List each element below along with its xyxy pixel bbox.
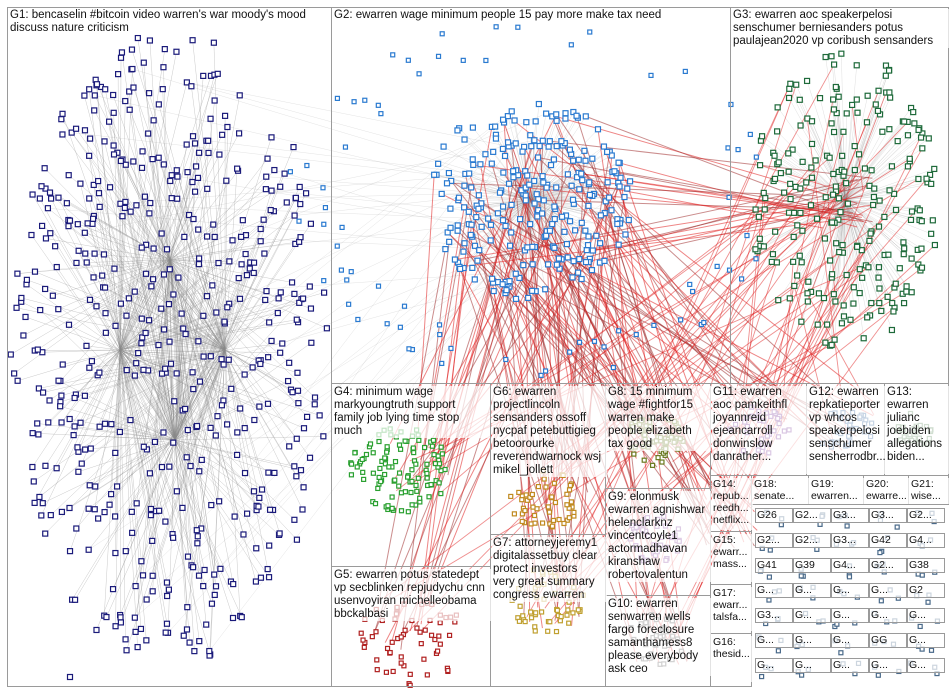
group-label-g7: G7: attorneyjeremy1 digitalassetbuy clea… <box>492 537 607 602</box>
group-label-g1: G1: bencaselin #bitcoin video warren's w… <box>9 9 331 35</box>
small-group-tag[interactable]: G... <box>793 608 831 623</box>
small-group-tag[interactable]: G... <box>907 633 945 648</box>
node-small[interactable] <box>895 525 899 529</box>
node-small[interactable] <box>799 574 803 578</box>
node-small[interactable] <box>845 524 849 528</box>
node-small[interactable] <box>878 551 882 555</box>
node-small[interactable] <box>776 649 780 653</box>
small-group-tag[interactable]: G... <box>869 583 907 598</box>
small-group-tag[interactable]: G26 <box>755 508 793 523</box>
group-label-g4: G4: minimum wage markyoungtruth support … <box>333 386 490 438</box>
group-label-g21: G21: wise... <box>910 478 950 504</box>
group-label-g16: G16: thesid... <box>712 636 753 682</box>
small-group-tag[interactable]: G... <box>755 633 793 648</box>
small-group-tag[interactable]: G... <box>793 633 831 648</box>
group-label-g12: G12: ewarren repkatieporter vp whcos spe… <box>808 386 886 474</box>
small-group-tag[interactable]: G2... <box>869 558 907 573</box>
group-label-g10: G10: ewarren senwarren wells fargo forec… <box>607 598 711 676</box>
group-label-g9: G9: elonmusk ewarren agnishwar helenclar… <box>607 491 711 582</box>
group-label-g15: G15: ewarr... mass... <box>712 534 753 582</box>
group-label-g14: G14: repub... reedh... netflix... <box>712 478 753 530</box>
small-group-tag[interactable]: G2... <box>793 508 831 523</box>
small-group-tag[interactable]: G4... <box>907 533 945 548</box>
node-small[interactable] <box>930 648 934 652</box>
small-group-tag[interactable]: G... <box>755 583 793 598</box>
node-small[interactable] <box>760 675 764 679</box>
small-group-tag[interactable]: G4... <box>831 558 869 573</box>
group-label-g20: G20: ewarre... <box>865 478 910 504</box>
group-label-g18: G18: senate... <box>753 478 810 504</box>
group-label-g3: G3: ewarren aoc speakerpelosi senschumer… <box>732 9 949 48</box>
node-small[interactable] <box>879 599 883 603</box>
small-group-tag[interactable]: G... <box>869 608 907 623</box>
group-panel-g2[interactable] <box>331 7 731 384</box>
group-label-g8: G8: 15 minimum wage #fightfor15 warren m… <box>607 386 711 451</box>
node-small[interactable] <box>918 624 922 628</box>
node-small[interactable] <box>767 598 771 602</box>
node-small[interactable] <box>767 575 771 579</box>
group-panel-g1[interactable] <box>7 7 332 687</box>
small-group-tag[interactable]: G... <box>793 583 831 598</box>
node-small[interactable] <box>920 573 924 577</box>
group-label-g13: G13: ewarren julianc joebiden allegation… <box>886 386 950 474</box>
group-label-g11: G11: ewarren aoc pamkeithfl joyannreid e… <box>712 386 808 474</box>
small-group-tag[interactable]: G42 <box>869 533 907 548</box>
group-label-g19: G19: ewarren... <box>810 478 865 504</box>
small-group-tag[interactable]: G... <box>831 658 869 673</box>
small-group-tag[interactable]: G... <box>831 583 869 598</box>
small-group-tag[interactable]: G2... <box>755 533 793 548</box>
small-group-tag[interactable]: G... <box>831 608 869 623</box>
small-group-tag[interactable]: G3... <box>869 508 907 523</box>
small-group-tag[interactable]: G38 <box>907 558 945 573</box>
node-small[interactable] <box>768 548 772 552</box>
small-group-tag[interactable]: G... <box>793 658 831 673</box>
group-label-g2: G2: ewarren wage minimum people 15 pay m… <box>333 9 730 22</box>
node-small[interactable] <box>779 523 783 527</box>
small-group-tag[interactable]: G... <box>907 658 945 673</box>
group-label-g5: G5: ewarren potus statedept vp secblinke… <box>333 569 491 621</box>
small-group-tag[interactable]: G2... <box>793 533 831 548</box>
node-small[interactable] <box>926 600 930 604</box>
small-group-tag[interactable]: G... <box>755 658 793 673</box>
small-group-tag[interactable]: G... <box>831 633 869 648</box>
group-label-g6: G6: ewarren projectlincoln sensanders os… <box>492 386 607 477</box>
small-group-tag[interactable]: G... <box>907 608 945 623</box>
small-group-tag[interactable]: G3... <box>831 508 869 523</box>
small-group-tag[interactable]: G2... <box>907 508 945 523</box>
group-label-g17: G17: ewarr... talsfa... <box>712 587 753 631</box>
small-group-tag[interactable]: G39 <box>793 558 831 573</box>
small-group-tag[interactable]: GG <box>869 633 907 648</box>
node-small[interactable] <box>847 575 851 579</box>
node-small[interactable] <box>800 673 804 677</box>
small-group-tag[interactable]: G3... <box>831 533 869 548</box>
group-panel-g3[interactable] <box>730 7 949 384</box>
small-group-tag[interactable]: G3... <box>755 608 793 623</box>
node-small[interactable] <box>876 673 880 677</box>
small-group-tag[interactable]: G... <box>869 658 907 673</box>
node-small[interactable] <box>839 651 843 655</box>
small-group-tag[interactable]: G2 <box>907 583 945 598</box>
small-group-tag[interactable]: G41 <box>755 558 793 573</box>
